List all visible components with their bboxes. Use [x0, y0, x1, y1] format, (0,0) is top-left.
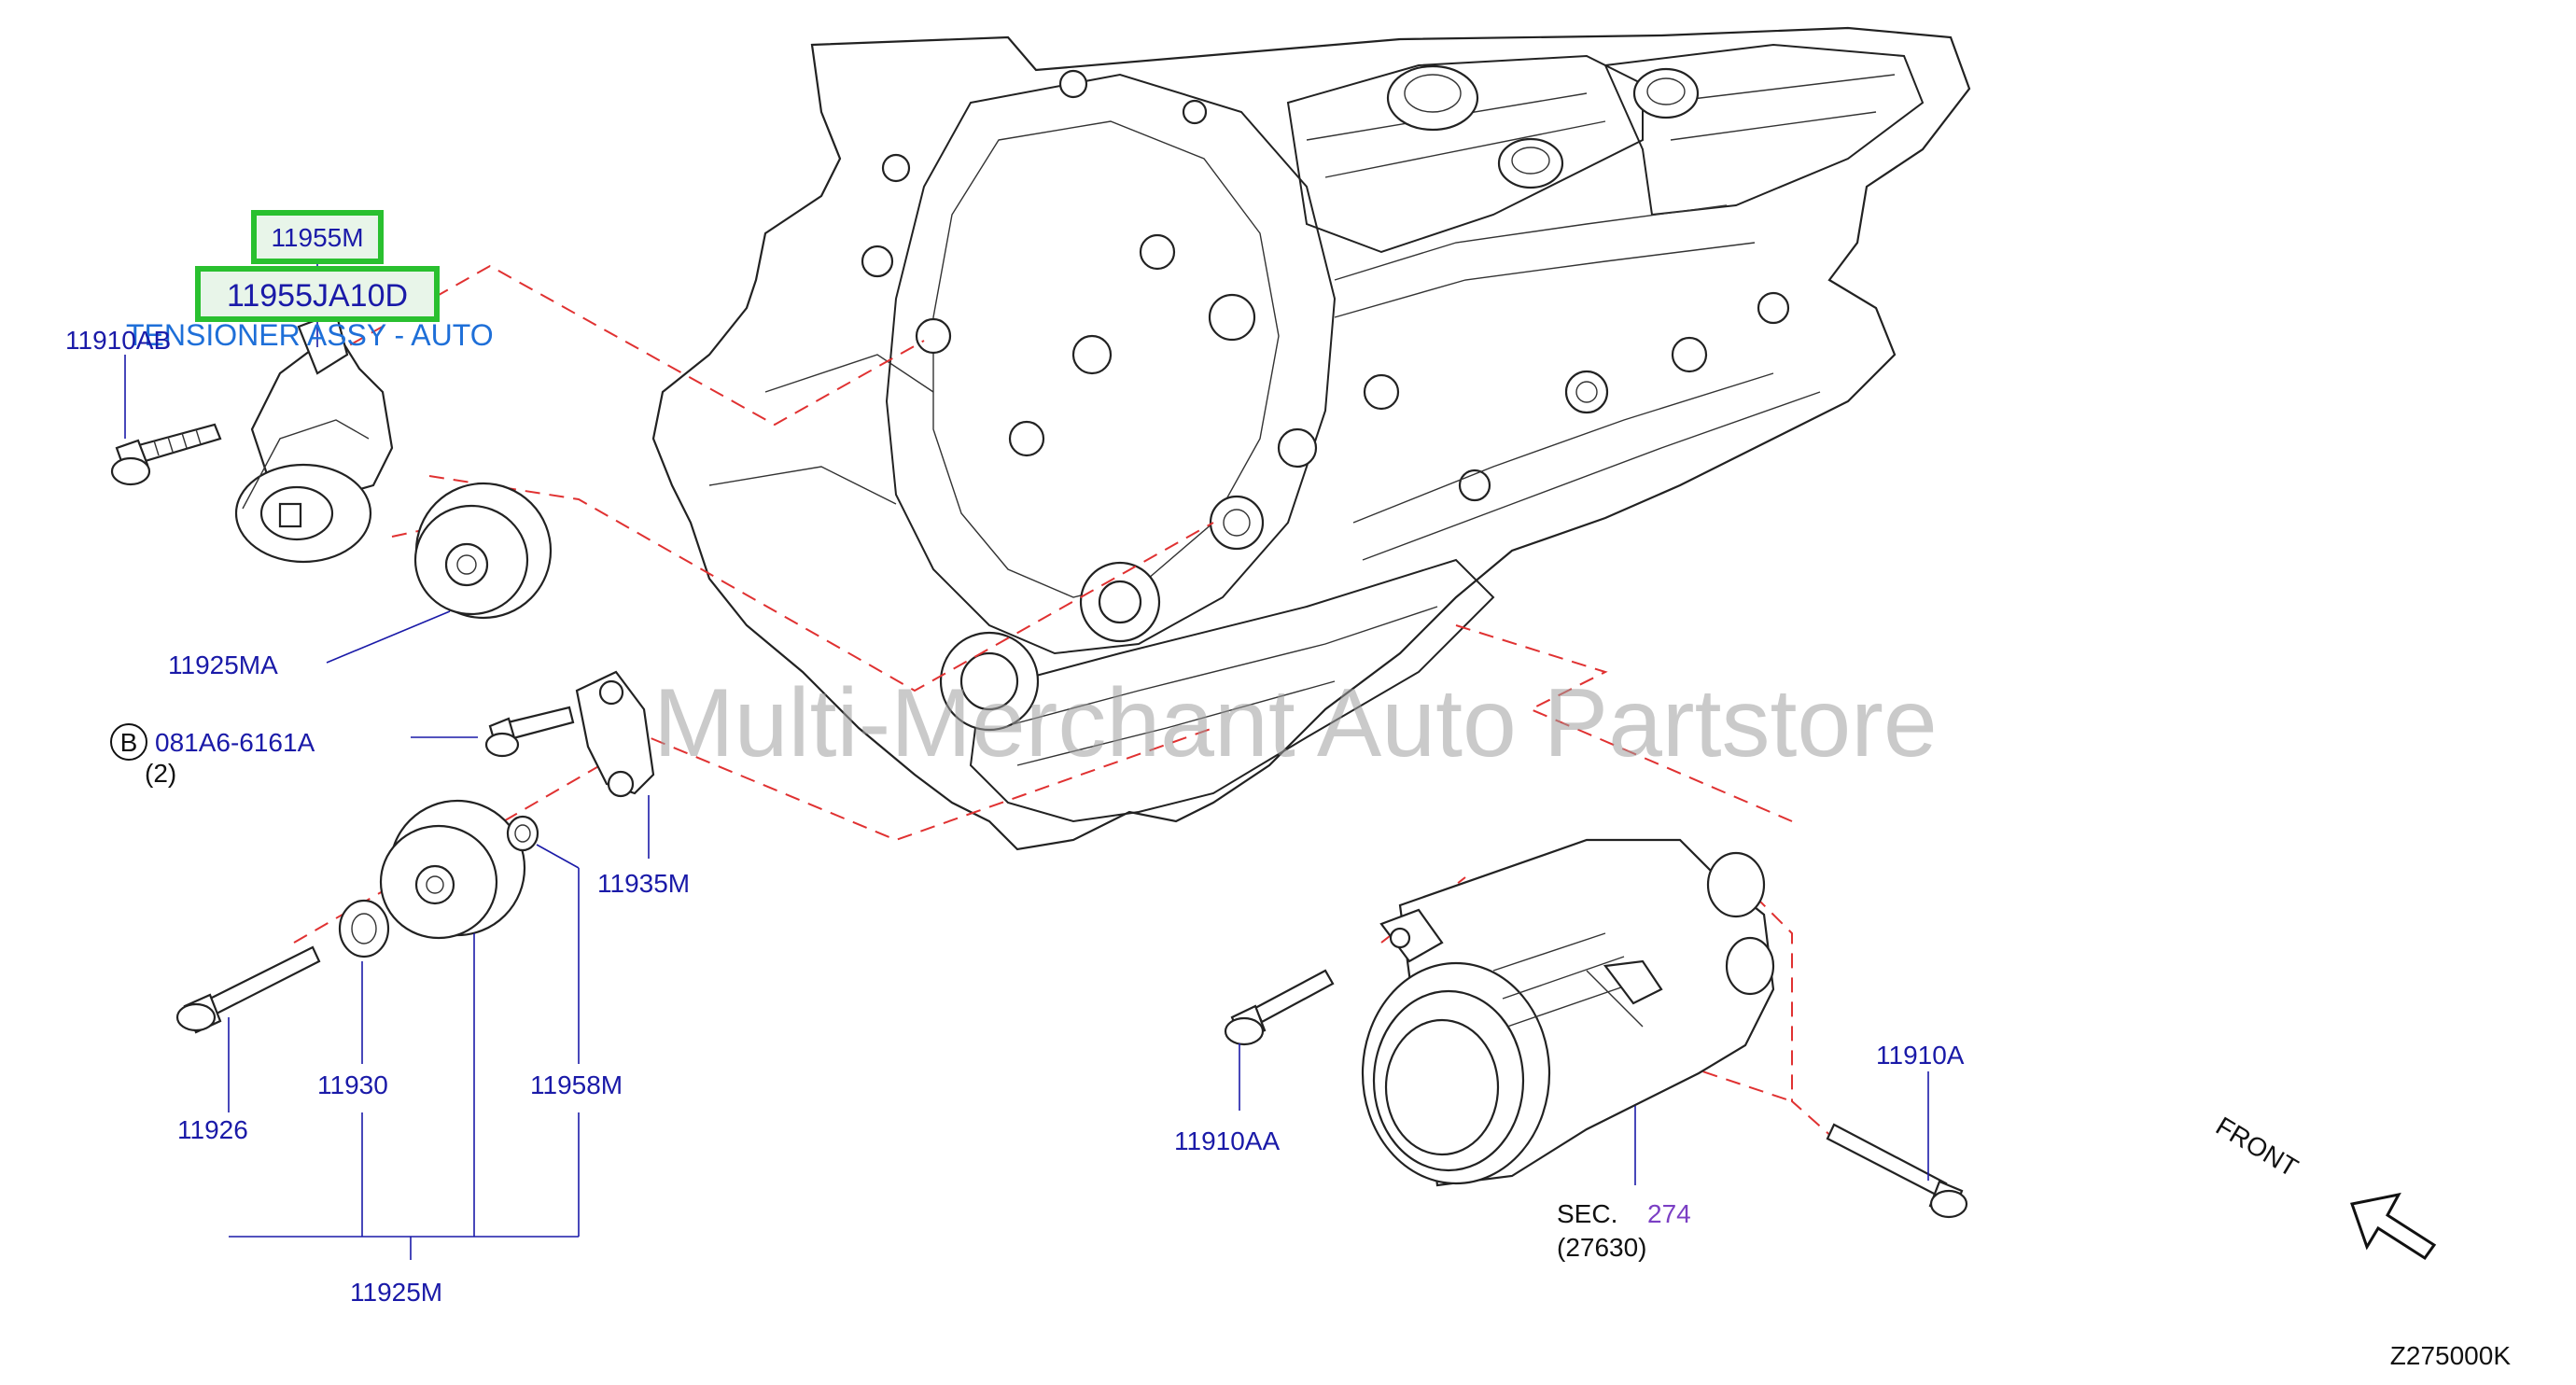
b-marker-circle — [110, 723, 147, 761]
callout-highlight-11955ja10d — [195, 266, 440, 322]
callout-11958m[interactable]: 11958M — [530, 1070, 623, 1099]
callout-081a6-6161a[interactable]: 081A6-6161A — [155, 728, 315, 757]
callout-11925ma[interactable]: 11925MA — [168, 651, 278, 679]
bolt-11926-illustration — [175, 945, 321, 1034]
tensioner-assembly-illustration — [234, 311, 394, 564]
callout-leader-lines — [124, 263, 1929, 1260]
engine-block-illustration — [651, 26, 1971, 851]
section-label: SEC. — [1557, 1199, 1617, 1228]
part-description: TENSIONER ASSY - AUTO — [126, 318, 494, 352]
callout-11926[interactable]: 11926 — [177, 1115, 248, 1144]
callout-11955m[interactable]: 11955M — [271, 223, 363, 252]
callout-11955ja10d[interactable]: 11955JA10D — [227, 278, 408, 314]
callout-11935m[interactable]: 11935M — [597, 869, 690, 898]
callout-11910aa[interactable]: 11910AA — [1174, 1126, 1280, 1155]
callout-11910a[interactable]: 11910A — [1876, 1041, 1965, 1070]
front-direction-indicator: FRONT — [2211, 1112, 2437, 1261]
section-part-number: (27630) — [1557, 1233, 1647, 1262]
washer-11958m-illustration — [506, 815, 539, 852]
bolt-11910a-illustration — [1826, 1123, 1968, 1219]
idler-pulley-11925m-illustration — [379, 799, 526, 940]
b-marker: B — [120, 728, 138, 757]
idler-pulley-11925ma-illustration — [413, 482, 553, 620]
bracket-11935m-illustration — [484, 670, 655, 798]
callout-highlight-11955m — [251, 210, 384, 264]
watermark-text: Multi-Merchant Auto Partstore — [653, 669, 1938, 777]
spacer-11930-illustration — [338, 899, 390, 958]
compressor-27630-illustration — [1361, 838, 1775, 1187]
section-number-link[interactable]: 274 — [1647, 1199, 1691, 1228]
front-arrow-icon — [2350, 1192, 2437, 1261]
front-label: FRONT — [2211, 1112, 2303, 1182]
callout-11930[interactable]: 11930 — [317, 1070, 388, 1099]
callout-11910ab[interactable]: 11910AB — [65, 326, 171, 355]
callout-11925m[interactable]: 11925M — [350, 1278, 442, 1307]
quantity-note: (2) — [145, 759, 176, 788]
bolt-11910aa-illustration — [1224, 969, 1335, 1046]
diagram-id: Z275000K — [2390, 1341, 2512, 1370]
bolt-11910ab-illustration — [110, 423, 222, 486]
